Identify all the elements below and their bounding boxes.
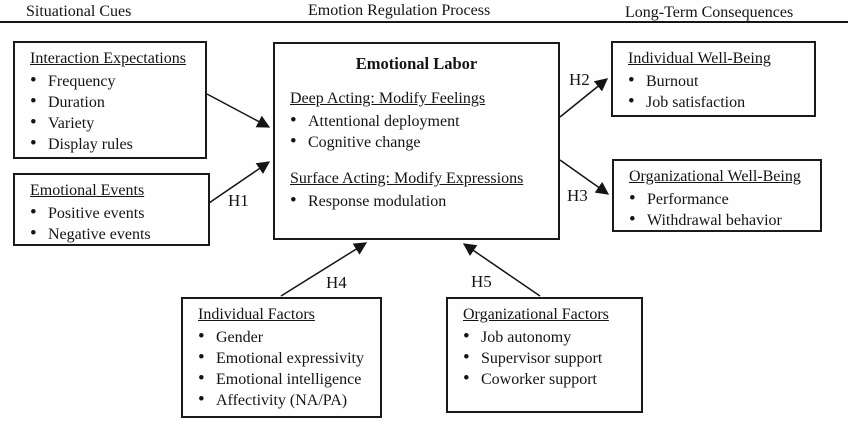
bullet-list: Job autonomy Supervisor support Coworker… bbox=[460, 326, 633, 390]
hypothesis-label-h5: H5 bbox=[471, 272, 492, 291]
box-interaction-expectations: Interaction Expectations Frequency Durat… bbox=[13, 41, 207, 159]
box-organizational-factors: Organizational Factors Job autonomy Supe… bbox=[446, 297, 643, 413]
column-header-long-term-consequences: Long-Term Consequences bbox=[625, 4, 794, 21]
arrow-h4 bbox=[280, 242, 368, 297]
bullet-list: Attentional deployment Cognitive change bbox=[287, 110, 550, 153]
box-organizational-wellbeing: Organizational Well-Being Performance Wi… bbox=[612, 159, 822, 232]
bullet-item: Attentional deployment bbox=[287, 110, 550, 132]
bullet-item: Frequency bbox=[27, 70, 197, 92]
box-individual-factors: Individual Factors Gender Emotional expr… bbox=[181, 297, 382, 418]
bullet-list: Gender Emotional expressivity Emotional … bbox=[195, 326, 372, 411]
bullet-list: Response modulation bbox=[287, 190, 550, 212]
header-rule bbox=[0, 21, 848, 23]
bullet-item: Emotional intelligence bbox=[195, 368, 372, 390]
box-title: Emotional Events bbox=[30, 182, 145, 199]
bullet-item: Job autonomy bbox=[460, 326, 633, 348]
section-heading: Deep Acting: Modify Feelings bbox=[290, 90, 486, 107]
bullet-item: Burnout bbox=[625, 70, 806, 92]
column-header-emotion-regulation-process: Emotion Regulation Process bbox=[308, 2, 491, 19]
bullet-item: Cognitive change bbox=[287, 131, 550, 153]
hypothesis-label-h2: H2 bbox=[569, 70, 590, 89]
hypothesis-label-h4: H4 bbox=[326, 273, 347, 292]
bullet-list: Burnout Job satisfaction bbox=[625, 70, 806, 113]
bullet-list: Performance Withdrawal behavior bbox=[626, 188, 812, 231]
section-surface-acting: Surface Acting: Modify Expressions Respo… bbox=[287, 168, 550, 212]
bullet-item: Coworker support bbox=[460, 368, 633, 390]
hypothesis-label-h1: H1 bbox=[228, 191, 249, 210]
bullet-item: Gender bbox=[195, 326, 372, 348]
bullet-item: Negative events bbox=[27, 223, 200, 245]
bullet-item: Job satisfaction bbox=[625, 91, 806, 113]
box-title: Individual Factors bbox=[198, 306, 315, 323]
bullet-list: Positive events Negative events bbox=[27, 202, 200, 245]
box-emotional-events: Emotional Events Positive events Negativ… bbox=[13, 173, 210, 246]
bullet-item: Response modulation bbox=[287, 190, 550, 212]
bullet-item: Variety bbox=[27, 112, 197, 134]
bullet-item: Display rules bbox=[27, 133, 197, 155]
box-emotional-labor: Emotional Labor Deep Acting: Modify Feel… bbox=[273, 42, 560, 240]
box-title: Individual Well-Being bbox=[628, 50, 771, 67]
column-header-situational-cues: Situational Cues bbox=[26, 3, 132, 20]
bullet-item: Duration bbox=[27, 91, 197, 113]
box-title: Interaction Expectations bbox=[30, 50, 186, 67]
bullet-item: Supervisor support bbox=[460, 347, 633, 369]
bullet-item: Emotional expressivity bbox=[195, 347, 372, 369]
bullet-list: Frequency Duration Variety Display rules bbox=[27, 70, 197, 155]
box-title: Organizational Factors bbox=[463, 306, 609, 323]
bullet-item: Withdrawal behavior bbox=[626, 209, 812, 231]
bullet-item: Affectivity (NA/PA) bbox=[195, 389, 372, 411]
box-title: Organizational Well-Being bbox=[629, 168, 801, 185]
box-title: Emotional Labor bbox=[355, 54, 478, 73]
bullet-item: Positive events bbox=[27, 202, 200, 224]
section-deep-acting: Deep Acting: Modify Feelings Attentional… bbox=[287, 88, 550, 153]
arrow-interaction-to-labor bbox=[206, 93, 271, 128]
bullet-item: Performance bbox=[626, 188, 812, 210]
section-heading: Surface Acting: Modify Expressions bbox=[290, 170, 524, 187]
box-individual-wellbeing: Individual Well-Being Burnout Job satisf… bbox=[611, 41, 816, 117]
hypothesis-label-h3: H3 bbox=[567, 186, 588, 205]
